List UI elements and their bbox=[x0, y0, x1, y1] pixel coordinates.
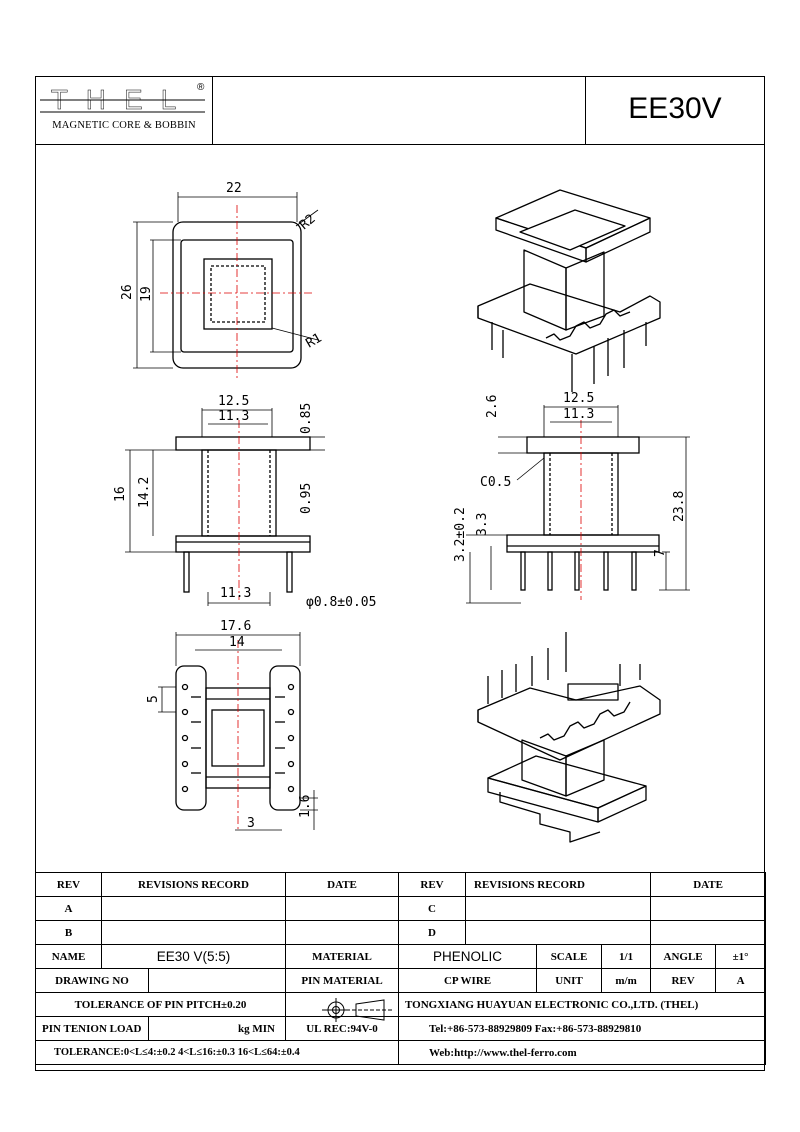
pin-material-value: CP WIRE bbox=[398, 968, 538, 993]
rev-b-record bbox=[100, 920, 287, 945]
dim-front-flange: 12.5 bbox=[218, 394, 249, 409]
rev-b-date bbox=[285, 920, 400, 945]
dim-front-height: 16 bbox=[113, 486, 128, 502]
dim-front-pin-span: 11.3 bbox=[220, 586, 251, 601]
unit-value: m/m bbox=[601, 968, 652, 993]
header-divider bbox=[35, 144, 765, 145]
front-view bbox=[125, 408, 325, 606]
dim-top-inner: 19 bbox=[139, 286, 154, 302]
part-number-box bbox=[585, 76, 765, 144]
dim-bottom-width: 17.6 bbox=[220, 619, 251, 634]
unit-label: UNIT bbox=[536, 968, 603, 993]
name-value: EE30 V(5:5) bbox=[100, 944, 287, 969]
dim-side-core: 11.3 bbox=[563, 407, 594, 422]
rev-value: A bbox=[715, 968, 767, 993]
drawing-sheet bbox=[35, 76, 765, 1071]
revisions-record-header: REVISIONS RECORD bbox=[100, 872, 287, 897]
rev-header-right: REV bbox=[398, 872, 467, 897]
material-label: MATERIAL bbox=[285, 944, 400, 969]
dim-side-thickness: 2.6 bbox=[485, 395, 500, 418]
rev-c-record bbox=[465, 896, 652, 921]
rev-row-a: A bbox=[35, 896, 102, 921]
scale-value: 1/1 bbox=[601, 944, 652, 969]
dim-bottom-slot-depth: 1.6 bbox=[298, 795, 313, 818]
dim-bottom-pitch: 5 bbox=[146, 695, 161, 703]
dim-bottom-inner: 14 bbox=[229, 635, 245, 650]
bottom-view bbox=[158, 632, 318, 831]
dim-top-height: 26 bbox=[120, 284, 135, 300]
rev-header: REV bbox=[35, 872, 102, 897]
ul-rating: UL REC:94V-0 bbox=[285, 1016, 400, 1041]
dim-side-base: 3.2±0.2 bbox=[453, 507, 468, 562]
title-block: REV REVISIONS RECORD DATE REV REVISIONS … bbox=[34, 872, 767, 1065]
rev-row-c: C bbox=[398, 896, 467, 921]
dim-bottom-slot: 3 bbox=[247, 816, 255, 831]
side-view bbox=[466, 405, 690, 604]
date-header: DATE bbox=[285, 872, 400, 897]
date-header-right: DATE bbox=[650, 872, 767, 897]
rev-label: REV bbox=[650, 968, 717, 993]
material-value: PHENOLIC bbox=[398, 944, 538, 969]
dim-front-pin-dia: φ0.8±0.05 bbox=[306, 595, 376, 610]
dim-front-wall: 0.95 bbox=[299, 483, 314, 514]
scale-label: SCALE bbox=[536, 944, 603, 969]
pin-load-unit: kg MIN bbox=[147, 1016, 287, 1041]
top-view bbox=[133, 192, 319, 380]
dim-side-chamfer: C0.5 bbox=[480, 475, 511, 490]
dim-side-pin-len: 7 bbox=[653, 549, 668, 557]
part-number: EE30V bbox=[628, 92, 722, 125]
rev-d-date bbox=[650, 920, 767, 945]
dim-front-core: 11.3 bbox=[218, 409, 249, 424]
website: Web:http://www.thel-ferro.com bbox=[398, 1040, 767, 1065]
dim-front-winding: 14.2 bbox=[137, 477, 152, 508]
angle-value: ±1° bbox=[715, 944, 767, 969]
name-label: NAME bbox=[35, 944, 102, 969]
dim-top-width: 22 bbox=[226, 181, 242, 196]
isometric-view-top bbox=[477, 189, 661, 392]
dim-side-step: 3.3 bbox=[475, 513, 490, 536]
isometric-view-bottom bbox=[477, 632, 661, 843]
projection-symbol-cell bbox=[285, 992, 400, 1017]
pin-load-label: PIN TENION LOAD bbox=[35, 1016, 149, 1041]
logo-box bbox=[35, 76, 213, 144]
logo-subtitle: MAGNETIC CORE & BOBBIN bbox=[52, 120, 196, 131]
logo-registered-mark: ® bbox=[197, 82, 205, 93]
company-name: TONGXIANG HUAYUAN ELECTRONIC CO.,LTD. (T… bbox=[398, 992, 767, 1017]
drawing-no-value bbox=[147, 968, 287, 993]
rev-d-record bbox=[465, 920, 652, 945]
contact-info: Tel:+86-573-88929809 Fax:+86-573-8892981… bbox=[398, 1016, 767, 1041]
tolerance-pin-pitch: TOLERANCE OF PIN PITCH±0.20 bbox=[34, 992, 287, 1017]
dim-radius-inner: R1 bbox=[304, 331, 325, 352]
rev-a-record bbox=[100, 896, 287, 921]
rev-row-b: B bbox=[35, 920, 102, 945]
revisions-record-header-right: REVISIONS RECORD bbox=[465, 872, 652, 897]
rev-c-date bbox=[650, 896, 767, 921]
drawing-no-label: DRAWING NO bbox=[35, 968, 149, 993]
dim-front-flange-thick: 0.85 bbox=[299, 403, 314, 434]
general-tolerance: TOLERANCE:0<L≤4:±0.2 4<L≤16:±0.3 16<L≤64… bbox=[34, 1040, 400, 1065]
dim-side-flange: 12.5 bbox=[563, 391, 594, 406]
rev-a-date bbox=[285, 896, 400, 921]
angle-label: ANGLE bbox=[650, 944, 717, 969]
rev-row-d: D bbox=[398, 920, 467, 945]
pin-material-label: PIN MATERIAL bbox=[285, 968, 400, 993]
dim-side-total: 23.8 bbox=[672, 491, 687, 522]
